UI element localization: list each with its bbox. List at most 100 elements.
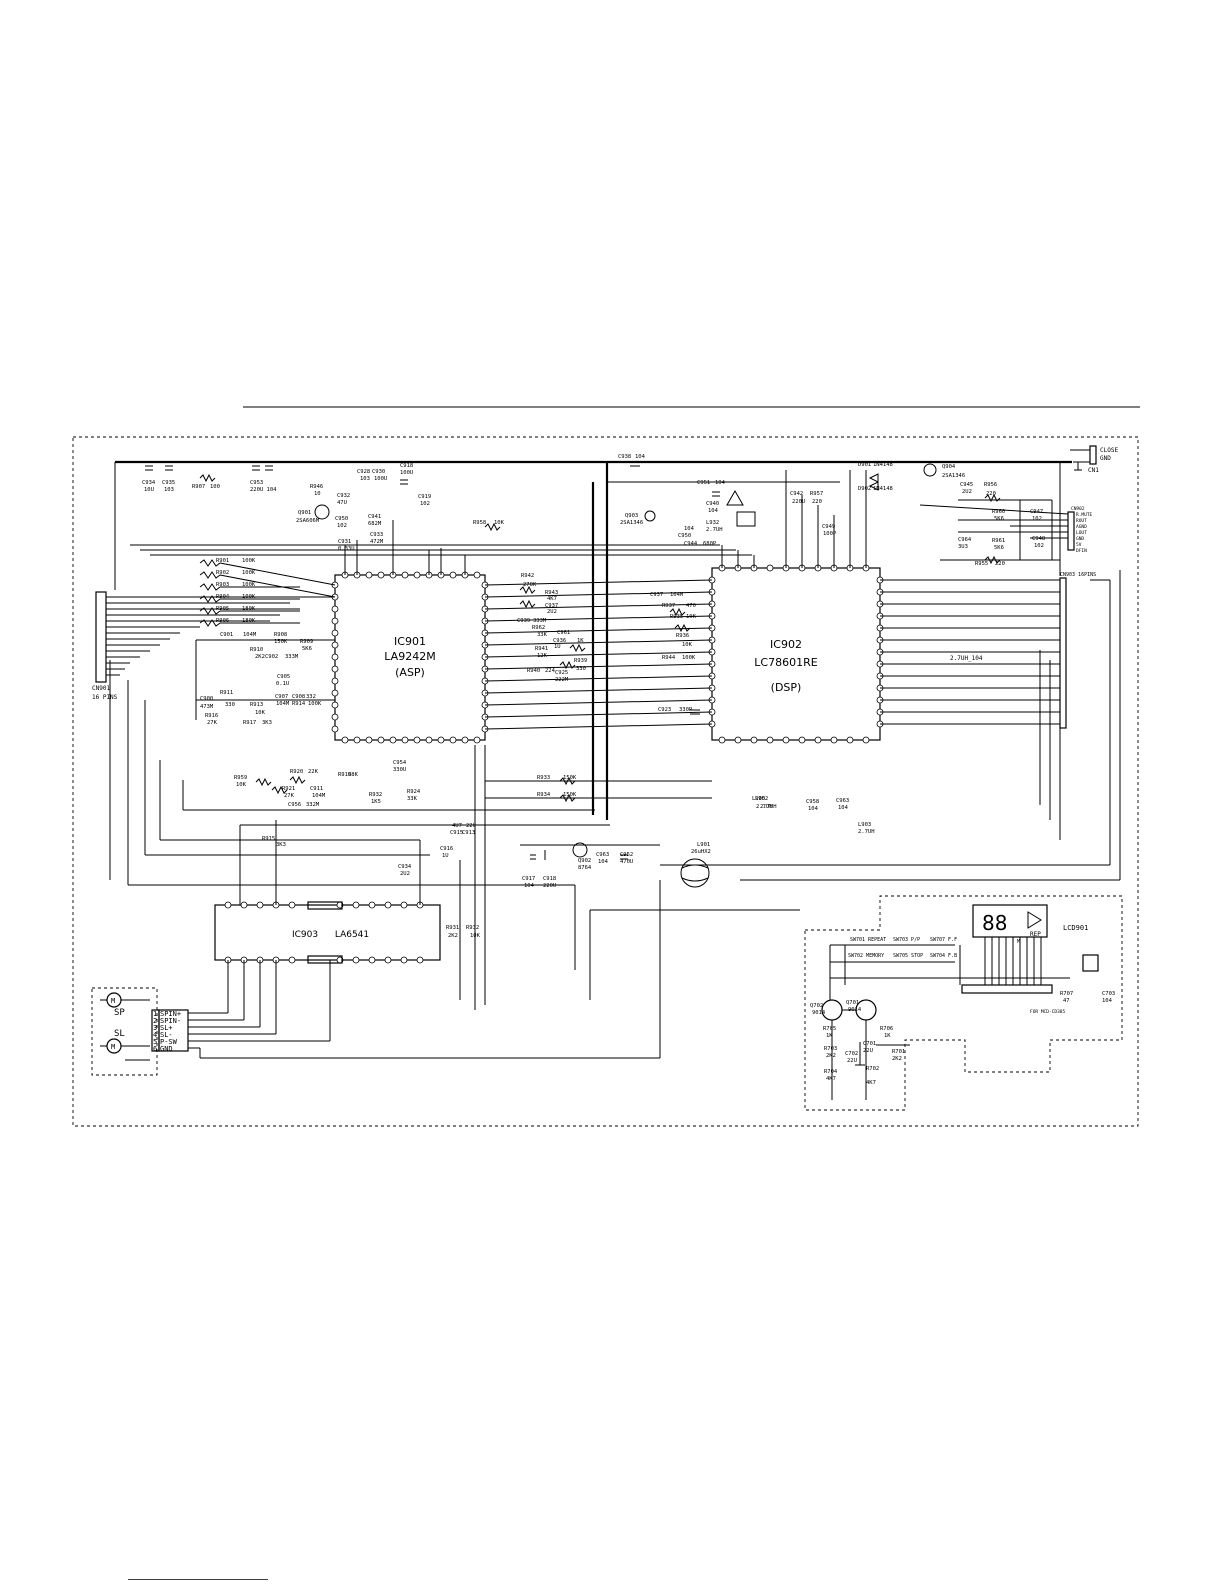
cn902-label-1: ROUT <box>1076 518 1087 524</box>
component-label-parts_left-6-ref: C901 <box>220 632 233 638</box>
motor-sl-label: SL <box>114 1029 125 1039</box>
component-label-parts_top-19-val: 104 <box>715 480 726 486</box>
component-label-parts_mid-1-val: 4K7 <box>547 596 557 602</box>
ic901-pins-right <box>481 581 489 733</box>
component-label-parts_mid-6-ref: R941 <box>535 646 548 652</box>
ic901-pins-left <box>331 581 339 733</box>
component-label-parts_top-33-val: 102 <box>1032 516 1042 522</box>
component-label-parts_bottom-9-ref: R915 <box>262 836 275 842</box>
component-label-parts_left-3-val: 100K <box>242 594 256 600</box>
component-label-parts_top-19-ref: C951 <box>697 480 710 486</box>
component-label-parts_top-17-ref: Q903 <box>625 513 638 519</box>
component-label-parts_top-20-val: 104 <box>708 508 719 514</box>
component-label-parts_bottom-12-ref: C913 <box>462 830 475 836</box>
cn1-gnd: GND <box>1100 455 1111 462</box>
component-label-parts_bottom-25-ref: L903 <box>858 822 871 828</box>
component-label-parts_mid-4-ref: R962 <box>532 625 545 631</box>
component-label-parts_panel-8-ref: R704 <box>824 1069 838 1075</box>
component-label-parts_left-12-ref: C900 <box>200 696 213 702</box>
component-label-parts_left-19-val: 3K3 <box>262 720 272 726</box>
component-label-connectors-motor_connector-pins-0-n: 1 <box>153 1010 157 1018</box>
component-label-parts_mid-5-val: 1K <box>577 638 584 644</box>
component-label-parts_top-18-ref: R958 <box>473 520 486 526</box>
component-label-parts_bottom-0-val: 10K <box>236 782 247 788</box>
cn902-label-0: R.MUTE <box>1076 512 1093 518</box>
component-label-connectors-motor_connector-pins-1-n: 2 <box>153 1017 157 1025</box>
component-label-parts_panel-2-ref: R705 <box>823 1026 836 1032</box>
component-label-parts_left-11-val: 0.1U <box>276 681 289 687</box>
component-label-parts_mid-12-val: 470 <box>686 603 696 609</box>
component-label-parts_top-23-ref: C944 <box>684 541 698 547</box>
component-label-parts_panel-1-ref: Q701 <box>846 1000 859 1006</box>
lcd-rep: REP <box>1030 931 1041 938</box>
component-label-parts_bottom-7-val: 330U <box>393 767 406 773</box>
component-label-parts_mid-4-val: 33K <box>537 632 548 638</box>
component-label-parts_bottom-14-ref: R931 <box>446 925 459 931</box>
component-label-parts_top-11-val: 100U <box>374 476 387 482</box>
component-label-parts_panel-10-ref: R707 <box>1060 991 1073 997</box>
bottom-link-underline <box>128 1579 268 1580</box>
component-label-parts_top-6-val: 2SA606M <box>296 518 320 524</box>
cn903-note: 2.7UH_104 <box>950 655 983 662</box>
ic903-pins <box>224 901 424 964</box>
component-label-connectors-motor_connector-pins-4-n: 5 <box>153 1038 157 1046</box>
ic901-part: LA9242M <box>384 650 435 663</box>
component-label-parts_top-36-ref: C948 <box>1032 536 1045 542</box>
component-label-parts_bottom-17-val: 220U <box>543 883 556 889</box>
component-label-parts_bottom-0-ref: R959 <box>234 775 247 781</box>
component-label-parts_top-37-ref: R955 <box>975 561 988 567</box>
component-label-parts_bottom-24-val: 104 <box>838 805 849 811</box>
component-label-switches-0: SW701 REPEAT <box>850 937 886 943</box>
component-label-parts_left-5-ref: R906 <box>216 618 229 624</box>
component-label-parts_top-28-ref: D902 <box>858 486 871 492</box>
component-label-parts_bottom-2-val: 27K <box>284 793 295 799</box>
lcd-ref: LCD901 <box>1063 924 1088 932</box>
component-label-parts_bottom-2-ref: R921 <box>282 786 295 792</box>
component-label-parts_mid-8-val: 222M <box>555 677 569 683</box>
component-label-parts_left-17-val: 100K <box>308 701 322 707</box>
component-label-parts_top-35-val: 5K6 <box>994 545 1004 551</box>
ic902-chip: IC902 LC78601RE (DSP) <box>708 564 884 744</box>
component-label-parts_left-16-ref: C908 <box>292 694 305 700</box>
motor-sl-m: M <box>111 1043 115 1051</box>
component-label-parts_panel-5-val: 22U <box>863 1048 873 1054</box>
component-label-parts_left-10-ref: C902 <box>265 654 278 660</box>
component-label-parts_left-1-val: 100K <box>242 570 256 576</box>
component-label-connectors-motor_connector-pins-2-n: 3 <box>153 1024 157 1032</box>
component-label-parts_top-25-val: 220 <box>812 499 822 505</box>
motor-sp-m: M <box>111 997 115 1005</box>
component-label-parts_top-17-val: 2SA1346 <box>620 520 643 526</box>
component-label-parts_left-14-ref: R913 <box>250 702 263 708</box>
component-label-parts_top-29-val: 2SA1346 <box>942 473 965 479</box>
ic-bus-lines <box>130 470 867 730</box>
component-label-parts_bottom-21-val: 26uHX2 <box>691 849 711 855</box>
left-resistor-ladder <box>195 559 336 720</box>
component-label-parts_left-14-val: 10K <box>255 710 266 716</box>
component-label-parts_top-15-ref: C919 <box>418 494 431 500</box>
component-label-parts_bottom-17-ref: C918 <box>543 876 556 882</box>
component-label-parts_left-6-val: 104M <box>243 632 257 638</box>
component-label-parts_mid-6-val: 12K <box>537 653 548 659</box>
component-label-connectors-motor_connector-pins-4-label: P-SW <box>160 1038 178 1046</box>
component-label-parts_top-9-ref: C931 <box>338 539 351 545</box>
component-label-parts_bottom-5-val: 68K <box>348 772 359 778</box>
component-label-parts_left-8-val: 5K6 <box>302 646 312 652</box>
component-label-parts_top-7-ref: C932 <box>337 493 350 499</box>
component-label-parts_mid-15-ref: R944 <box>662 655 676 661</box>
component-label-parts_bottom-7-ref: C954 <box>393 760 407 766</box>
component-label-parts_top-0-ref: C934 <box>142 480 156 486</box>
ic902-ref: IC902 <box>770 638 802 651</box>
component-label-parts_top-12-val: 100U <box>400 470 413 476</box>
component-label-parts_mid-10-val: 1U <box>554 644 561 650</box>
component-label-parts_top-31-val: 220 <box>986 491 996 497</box>
component-label-parts_bottom-1-val: 22K <box>308 769 319 775</box>
component-label-parts_top-26-ref: C949 <box>822 524 835 530</box>
component-label-parts_left-15-ref: C907 <box>275 694 288 700</box>
component-label-parts_mid-18-ref: R933 <box>537 775 550 781</box>
component-label-parts_top-24-ref: C942 <box>790 491 803 497</box>
lcd-digits: 88 <box>982 911 1007 935</box>
lcd-play-icon <box>1027 911 1042 929</box>
